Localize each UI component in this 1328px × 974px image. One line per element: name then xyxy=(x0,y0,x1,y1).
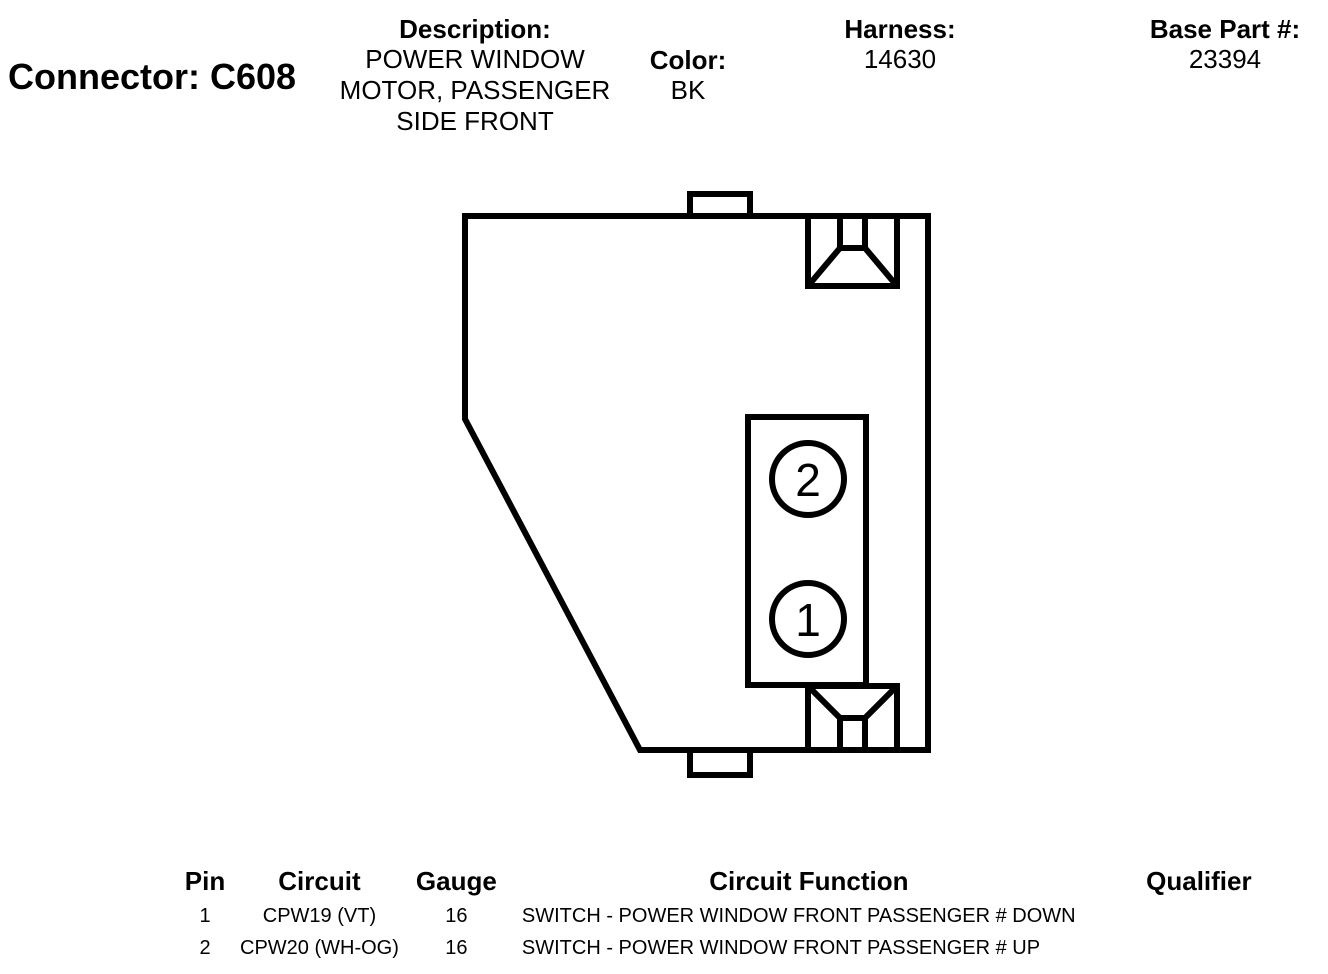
color-label: Color: xyxy=(649,45,727,75)
bottom-lock-tab xyxy=(687,750,753,778)
pin-table: Pin Circuit Gauge Circuit Function Quali… xyxy=(170,862,1294,964)
lower-latch xyxy=(805,683,900,750)
cell-pin: 1 xyxy=(199,904,211,927)
pin-2-circle xyxy=(769,440,847,518)
cell-circuit: CPW19 (VT) xyxy=(262,904,377,927)
harness-value: 14630 xyxy=(863,44,937,74)
base-part-column: Base Part #: 23394 xyxy=(1125,14,1325,75)
top-lock-tab xyxy=(687,191,753,216)
cell-function: SWITCH - POWER WINDOW FRONT PASSENGER # … xyxy=(521,904,1076,927)
color-column: Color: BK xyxy=(628,45,748,106)
base-part-value: 23394 xyxy=(1188,44,1262,74)
cell-qualifier xyxy=(1104,932,1294,964)
description-line: SIDE FRONT xyxy=(396,106,554,136)
header-circuit-function: Circuit Function xyxy=(709,865,909,896)
header-pin: Pin xyxy=(184,865,226,896)
cell-gauge: 16 xyxy=(445,936,468,959)
upper-latch xyxy=(805,216,900,289)
connector-title: Connector: C608 xyxy=(8,56,297,97)
description-label: Description: xyxy=(399,14,551,44)
harness-column: Harness: 14630 xyxy=(800,14,1000,75)
pin-2-label: 2 xyxy=(795,454,821,506)
pin-cavity-housing xyxy=(745,414,869,688)
header-circuit: Circuit xyxy=(278,865,361,896)
table-row: 2 CPW20 (WH-OG) 16 SWITCH - POWER WINDOW… xyxy=(170,932,1294,964)
pin-1-circle xyxy=(769,580,847,658)
cell-function: SWITCH - POWER WINDOW FRONT PASSENGER # … xyxy=(521,936,1041,959)
header-qualifier: Qualifier xyxy=(1146,865,1252,896)
cell-gauge: 16 xyxy=(445,904,468,927)
base-part-label: Base Part #: xyxy=(1149,14,1301,44)
harness-label: Harness: xyxy=(844,14,956,44)
connector-body-outline xyxy=(462,213,931,753)
description-line: MOTOR, PASSENGER xyxy=(339,75,611,105)
pin-1-label: 1 xyxy=(795,594,821,646)
table-row: 1 CPW19 (VT) 16 SWITCH - POWER WINDOW FR… xyxy=(170,900,1294,932)
cell-qualifier xyxy=(1104,900,1294,932)
color-value: BK xyxy=(670,75,706,105)
cell-circuit: CPW20 (WH-OG) xyxy=(240,936,399,959)
description-line: POWER WINDOW xyxy=(365,44,585,74)
header-gauge: Gauge xyxy=(415,865,497,896)
cell-pin: 2 xyxy=(199,936,211,959)
pin-table-header: Pin Circuit Gauge Circuit Function Quali… xyxy=(170,862,1294,900)
description-column: Description: POWER WINDOW MOTOR, PASSENG… xyxy=(325,14,625,137)
